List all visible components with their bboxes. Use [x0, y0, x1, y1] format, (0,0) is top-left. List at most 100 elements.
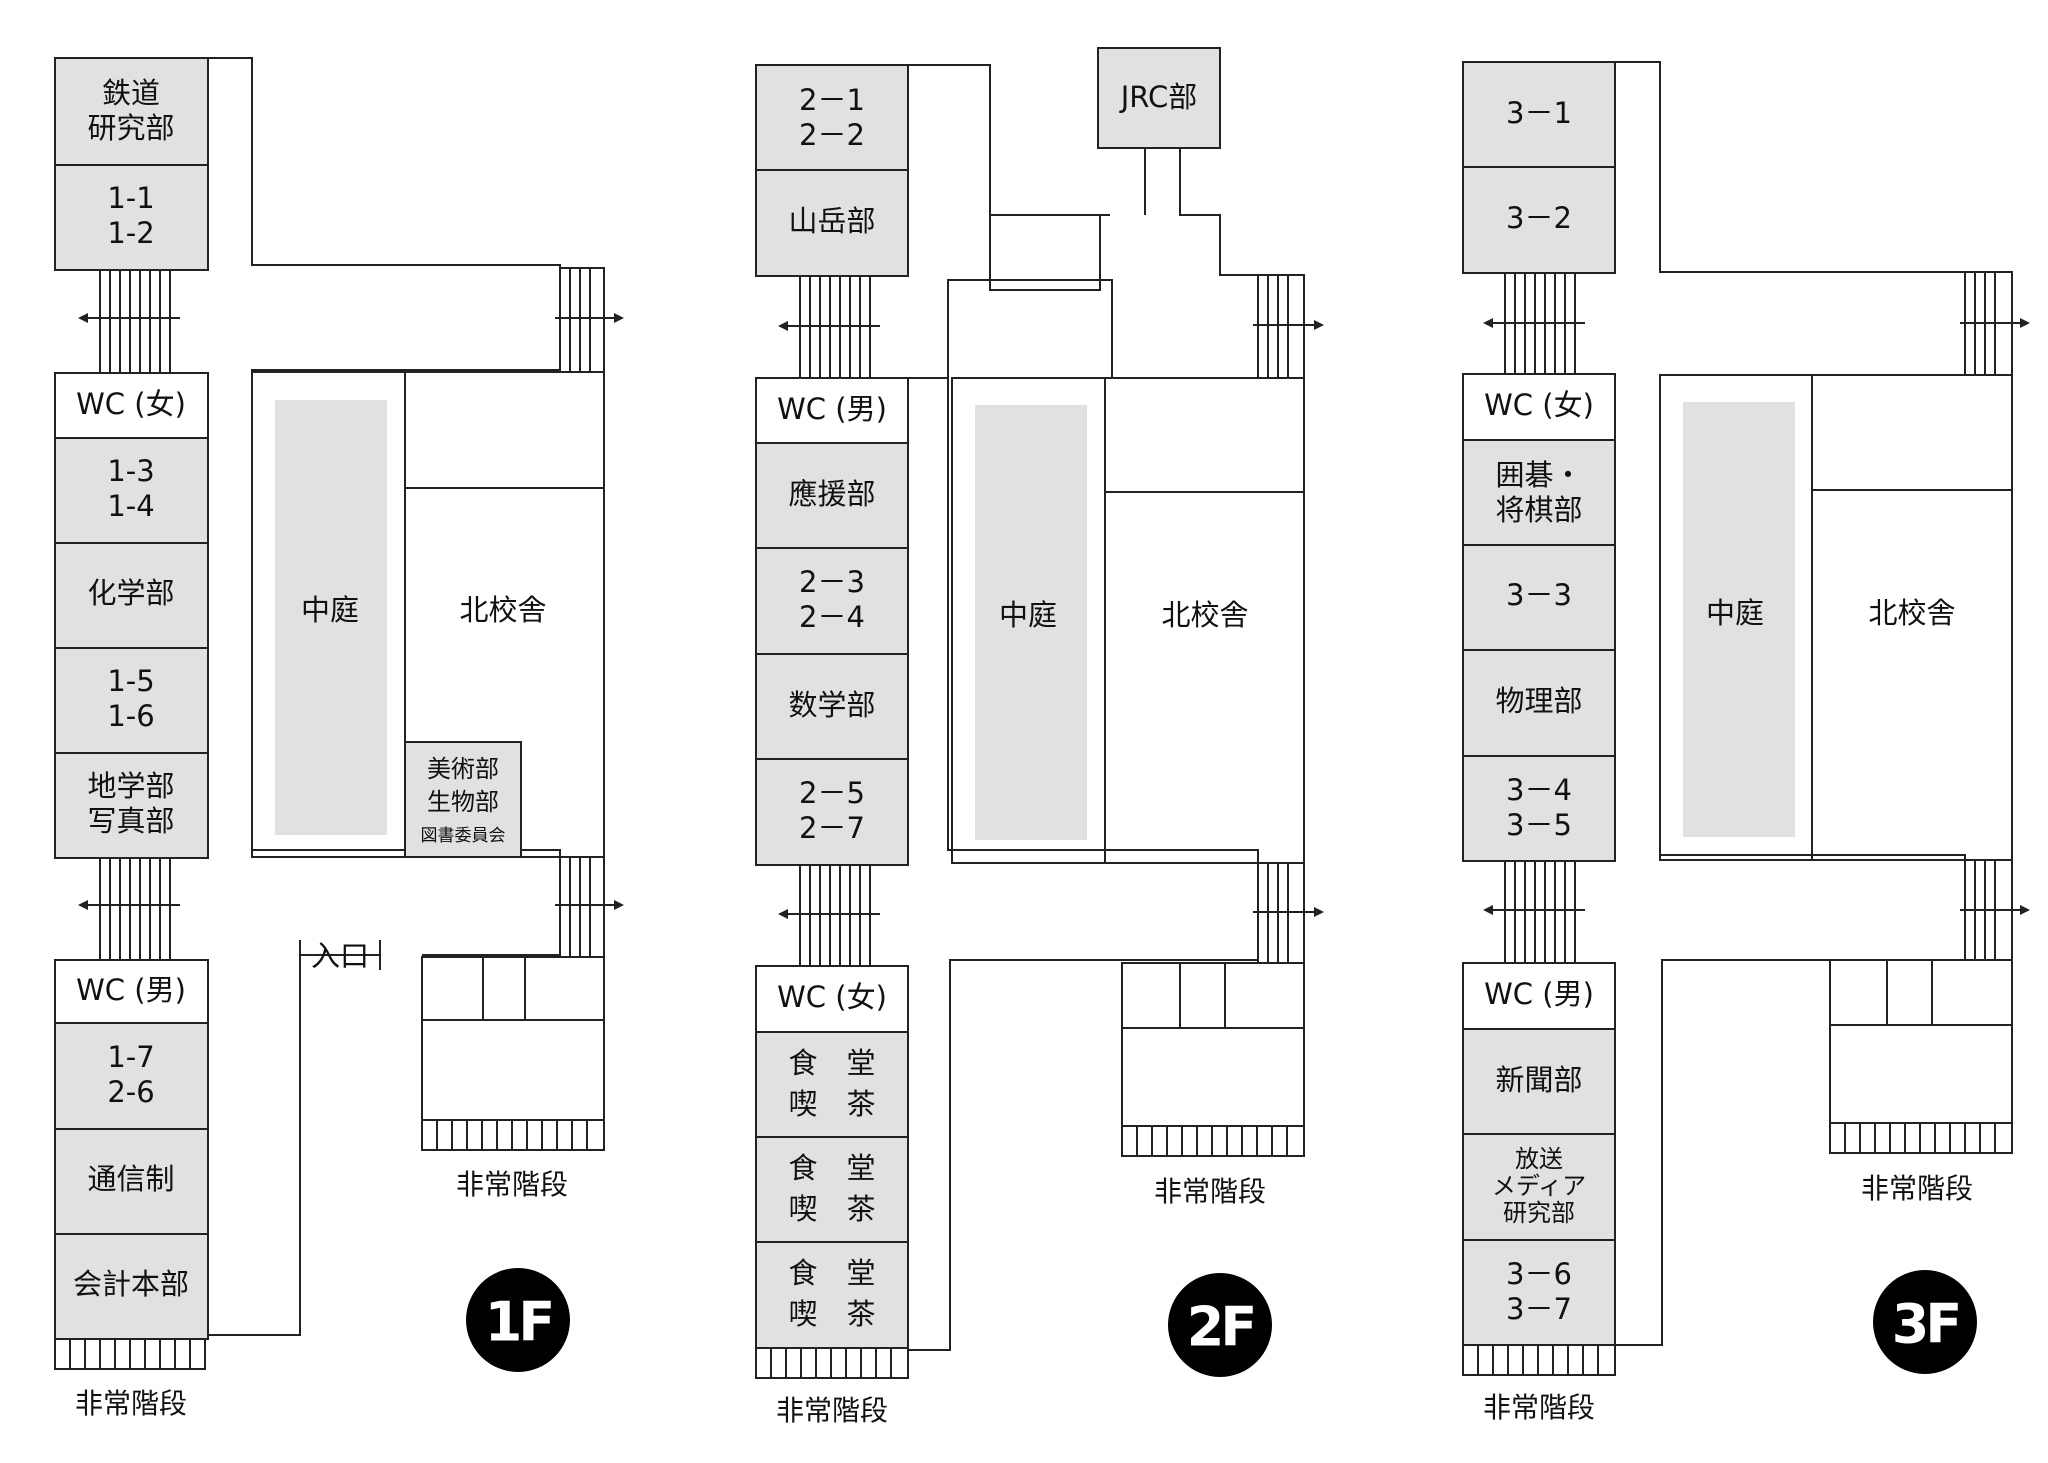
- room-2f-9: 食 堂 喫 茶: [755, 1136, 909, 1243]
- svg-text:会計本部: 会計本部: [73, 1267, 189, 1301]
- stair-block-2f: [1121, 962, 1305, 1157]
- room-2f-10: 食 堂 喫 茶: [755, 1241, 909, 1349]
- svg-text:2－4: 2－4: [799, 600, 865, 634]
- stairs-3f-east-lower: [1960, 859, 2030, 961]
- svg-text:メディア: メディア: [1492, 1172, 1586, 1200]
- stairs-2f-east-upper: [1253, 274, 1324, 379]
- floor-badge-2f: 2F: [1168, 1273, 1272, 1377]
- svg-text:WC (女): WC (女): [76, 387, 186, 421]
- svg-text:1-1: 1-1: [107, 181, 154, 215]
- svg-text:3－7: 3－7: [1506, 1292, 1572, 1326]
- courtyard-label: 中庭: [301, 593, 359, 627]
- svg-text:数学部: 数学部: [788, 688, 875, 722]
- svg-text:喫 茶: 喫 茶: [788, 1297, 875, 1331]
- svg-text:2－2: 2－2: [799, 118, 865, 152]
- svg-text:WC (女): WC (女): [777, 980, 887, 1014]
- emergency-stairs-1f-south: [54, 1338, 206, 1370]
- room-1f-2: WC (女): [54, 372, 209, 439]
- svg-text:3－2: 3－2: [1506, 201, 1572, 235]
- room-1f-3: 1-3 1-4: [54, 437, 209, 544]
- emergency-stairs-label: 非常階段: [776, 1394, 888, 1427]
- room-3f-1: 3－2: [1462, 166, 1616, 274]
- room-3f-10: 3－6 3－7: [1462, 1239, 1616, 1346]
- svg-text:生物部: 生物部: [427, 788, 499, 816]
- svg-text:鉄道: 鉄道: [102, 76, 160, 110]
- emergency-stairs-label: 非常階段: [1154, 1175, 1266, 1208]
- room-2f-4: 2－3 2－4: [755, 547, 909, 655]
- svg-text:2－1: 2－1: [799, 83, 865, 117]
- svg-text:WC (男): WC (男): [76, 973, 186, 1007]
- svg-text:新聞部: 新聞部: [1495, 1063, 1582, 1097]
- svg-text:3－5: 3－5: [1506, 808, 1572, 842]
- stairs-3f-upper: [1483, 273, 1585, 374]
- floor-2f: JRC部 2－1 2－2 山岳部 WC (男) 應援部 2－3 2－4 数学部: [755, 47, 1324, 1427]
- stairs-3f-lower: [1483, 861, 1585, 963]
- svg-text:1-2: 1-2: [107, 216, 154, 250]
- courtyard-label: 中庭: [1706, 596, 1764, 630]
- north-building-label: 北校舎: [1868, 596, 1955, 630]
- svg-text:3－3: 3－3: [1506, 578, 1572, 612]
- svg-text:放送: 放送: [1515, 1145, 1563, 1173]
- emergency-stairs-label: 非常階段: [1861, 1172, 1973, 1205]
- north-building-label: 北校舎: [459, 593, 546, 627]
- svg-text:3F: 3F: [1892, 1293, 1959, 1356]
- room-1f-4: 化学部: [54, 542, 209, 649]
- room-1f-8: 1-7 2-6: [54, 1022, 209, 1130]
- stairs-1f-east-lower: [555, 856, 624, 958]
- stairs-1f-lower: [78, 858, 180, 960]
- courtyard-label: 中庭: [999, 598, 1057, 632]
- courtyard-fill: [275, 400, 387, 835]
- svg-text:化学部: 化学部: [87, 576, 174, 610]
- room-1f-9: 通信制: [54, 1128, 209, 1235]
- room-1f-1: 1-1 1-2: [54, 164, 209, 271]
- svg-text:3－6: 3－6: [1506, 1257, 1572, 1291]
- room-2f-1: 山岳部: [755, 169, 909, 277]
- svg-text:2F: 2F: [1187, 1296, 1254, 1359]
- svg-text:地学部: 地学部: [87, 769, 174, 803]
- stair-block-1f: [421, 956, 605, 1151]
- entrance-label: 入口: [311, 939, 369, 973]
- svg-text:3－4: 3－4: [1506, 773, 1572, 807]
- stairs-1f-east-upper: [555, 267, 624, 373]
- svg-text:WC (女): WC (女): [1484, 388, 1594, 422]
- emergency-stairs-2f-south: [755, 1347, 909, 1379]
- room-2f-2: WC (男): [755, 377, 909, 444]
- emergency-stairs-3f-south: [1462, 1344, 1616, 1376]
- svg-text:食 堂: 食 堂: [788, 1151, 875, 1185]
- svg-text:山岳部: 山岳部: [788, 204, 875, 238]
- north-building-label: 北校舎: [1161, 598, 1248, 632]
- room-1f-5: 1-5 1-6: [54, 647, 209, 754]
- stairs-1f-upper: [78, 270, 180, 373]
- north-building-2f: 中庭 北校舎: [951, 377, 1305, 864]
- jrc-block-2f: JRC部: [989, 47, 1221, 291]
- svg-text:1-5: 1-5: [107, 664, 154, 698]
- svg-text:1-6: 1-6: [107, 699, 154, 733]
- stairs-3f-east-upper: [1960, 271, 2030, 376]
- svg-text:研究部: 研究部: [87, 111, 174, 145]
- room-1f-6: 地学部 写真部: [54, 752, 209, 859]
- svg-text:JRC部: JRC部: [1119, 80, 1198, 114]
- svg-text:2－3: 2－3: [799, 565, 865, 599]
- stairs-2f-upper: [778, 276, 880, 378]
- room-3f-2: WC (女): [1462, 373, 1616, 441]
- svg-text:喫 茶: 喫 茶: [788, 1192, 875, 1226]
- svg-text:1-3: 1-3: [107, 454, 154, 488]
- emergency-stairs-label: 非常階段: [75, 1387, 187, 1420]
- svg-text:図書委員会: 図書委員会: [421, 826, 506, 846]
- room-3f-6: 3－4 3－5: [1462, 755, 1616, 862]
- svg-text:WC (男): WC (男): [1484, 977, 1594, 1011]
- svg-text:喫 茶: 喫 茶: [788, 1087, 875, 1121]
- svg-text:WC (男): WC (男): [777, 392, 887, 426]
- room-2f-3: 應援部: [755, 442, 909, 549]
- room-1f-0: 鉄道 研究部: [54, 57, 209, 166]
- room-3f-8: 新聞部: [1462, 1028, 1616, 1135]
- svg-text:3－1: 3－1: [1506, 96, 1572, 130]
- svg-text:1-7: 1-7: [107, 1040, 154, 1074]
- room-3f-0: 3－1: [1462, 61, 1616, 168]
- floor-badge-1f: 1F: [466, 1268, 570, 1372]
- svg-text:2－5: 2－5: [799, 776, 865, 810]
- north-building-1f: 中庭 北校舎 美術部 生物部 図書委員会: [251, 371, 605, 858]
- room-2f-6: 2－5 2－7: [755, 758, 909, 866]
- stairs-2f-lower: [778, 865, 880, 966]
